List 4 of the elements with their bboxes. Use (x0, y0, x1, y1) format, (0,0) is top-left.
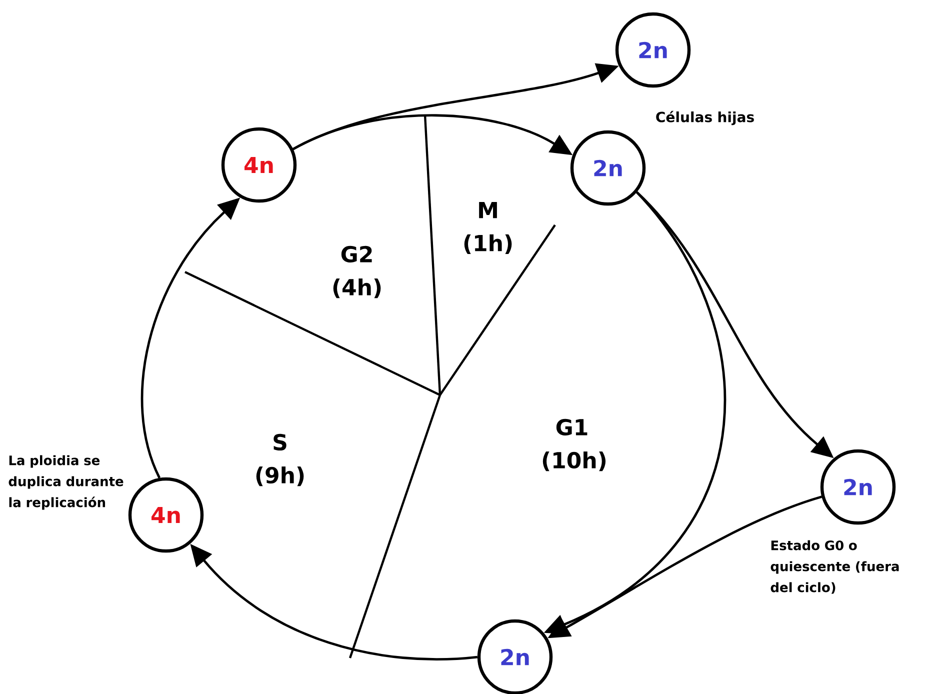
cell-note: La ploidia se duplica durante la replicación (8, 455, 124, 510)
caption: Células hijas (656, 110, 754, 126)
cell-note: Estado G0 o quiescente (fuera del ciclo) (770, 540, 899, 594)
phase-label: G1 (10h) (542, 418, 606, 472)
